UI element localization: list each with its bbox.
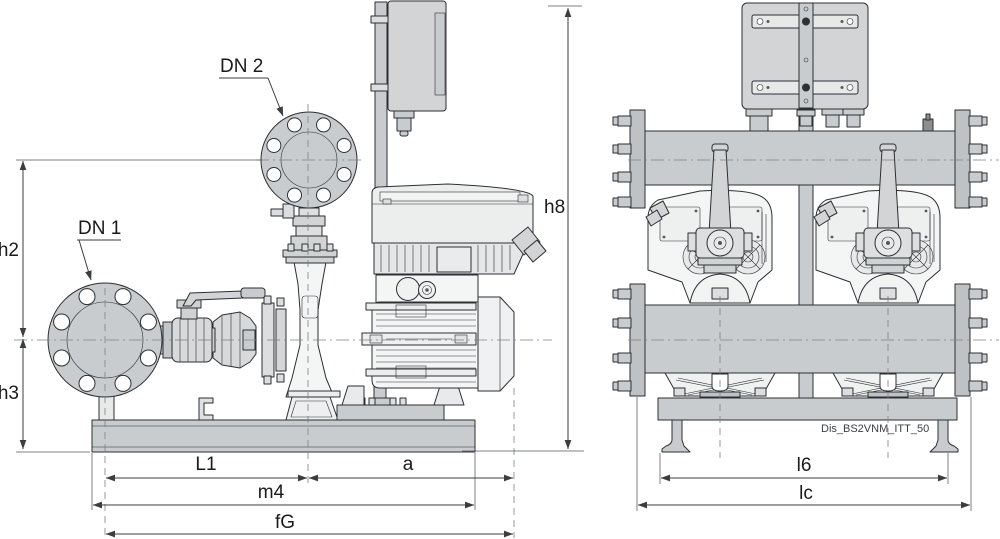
callout-dn2: DN 2 — [219, 56, 284, 117]
valve-lever — [182, 290, 244, 307]
mounting-post — [374, 1, 388, 189]
dn2-valve-stack — [270, 203, 338, 264]
dim-label-lc: lc — [799, 483, 813, 504]
dim-label-h8: h8 — [544, 197, 565, 218]
front-view — [612, 2, 999, 458]
motor-pedestal — [336, 404, 445, 421]
control-box-front — [741, 2, 869, 136]
drive-unit — [371, 183, 547, 275]
dim-label-L1: L1 — [195, 454, 216, 475]
motor — [361, 274, 479, 389]
baseplate — [91, 419, 476, 453]
drawing-code: Dis_BS2VNM_ITT_50 — [821, 423, 929, 435]
sensor-plug — [922, 113, 934, 132]
dimensions: h2 h3 h8 L1 a m4 fG l6 lc DN 2 DN 1 — [0, 5, 972, 538]
dim-label-l6: l6 — [797, 455, 812, 476]
dim-label-a: a — [403, 454, 414, 475]
discharge-manifold — [612, 109, 988, 209]
drive-cable-gland — [511, 226, 547, 263]
fan-cover — [477, 296, 515, 392]
dim-label-h2: h2 — [0, 240, 19, 261]
svg-text:DN 2: DN 2 — [220, 56, 263, 77]
dim-label-h3: h3 — [0, 383, 19, 404]
guide-bracket — [198, 397, 214, 421]
callout-dn1: DN 1 — [77, 218, 121, 281]
side-view — [14, 0, 552, 538]
dim-label-fG: fG — [275, 512, 295, 533]
svg-text:DN 1: DN 1 — [78, 218, 121, 239]
pump-casing — [285, 261, 341, 398]
base-rail — [657, 397, 959, 453]
dim-label-m4: m4 — [258, 482, 285, 503]
control-box-side — [387, 0, 447, 137]
